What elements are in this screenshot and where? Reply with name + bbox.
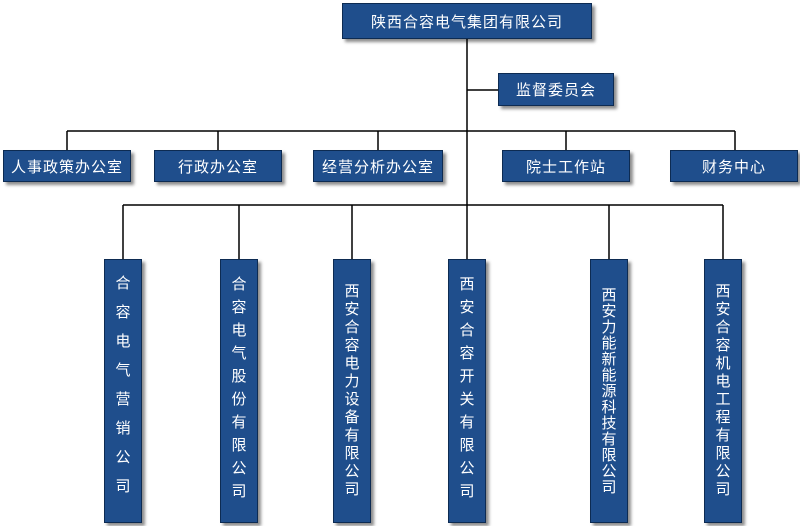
department-node-5: 财务中心: [670, 150, 798, 182]
department-node-4: 院士工作站: [502, 150, 630, 182]
subsidiary-node-3: 西安合容电力设备有限公司: [333, 259, 371, 523]
subsidiary-node-6: 西安合容机电工程有限公司: [704, 259, 742, 523]
department-node-2: 行政办公室: [154, 150, 282, 182]
subsidiary-node-1: 合容电气营销公司: [104, 259, 142, 523]
subsidiary-node-2: 合容电气股份有限公司: [220, 259, 258, 523]
subsidiary-node-4: 西安合容开关有限公司: [448, 259, 486, 523]
committee-node: 监督委员会: [498, 73, 614, 106]
department-node-3: 经营分析办公室: [313, 150, 443, 182]
root-node: 陕西合容电气集团有限公司: [342, 3, 592, 39]
department-node-1: 人事政策办公室: [3, 150, 131, 182]
subsidiary-node-5: 西安力能新能源科技有限公司: [590, 259, 628, 523]
